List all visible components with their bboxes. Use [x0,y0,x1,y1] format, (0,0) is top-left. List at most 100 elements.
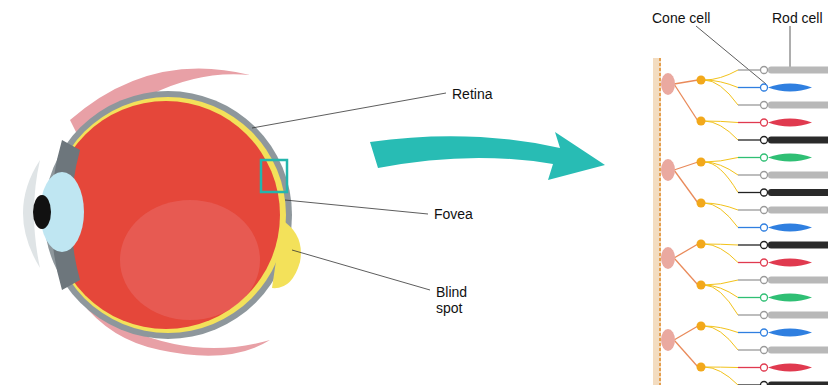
cell-stalk [738,122,760,123]
zoom-arrow [370,132,605,180]
dendrite [704,244,738,263]
cone-cell [768,329,812,337]
part-label: Rod cell [772,10,824,26]
cell-stalk [738,192,760,193]
dendrite [704,121,738,140]
cone-cell [768,154,812,162]
cell-stalk [738,314,760,315]
cell-stalk [738,227,760,228]
part-label: Blind spot [436,284,482,316]
cell-nucleus [761,294,768,301]
dendrite [704,326,738,350]
axon [674,326,698,340]
dendrite [704,162,738,175]
bipolar-cell [697,76,706,85]
rod-cell [768,382,828,385]
leader-line [292,250,430,290]
dendrite [704,203,738,228]
cell-nucleus [761,347,768,354]
rod-cell [768,347,828,354]
cell-nucleus [761,102,768,109]
leader-line [252,93,446,128]
axon [674,80,698,84]
cell-stalk [738,297,760,298]
cell-stalk [738,262,760,263]
ganglion-cell [661,159,675,181]
dendrite [704,285,738,298]
cone-cell [768,84,812,92]
dendrite [704,162,738,193]
dendrite [704,70,738,80]
ganglion-cell [661,73,675,95]
cell-stalk [738,139,760,140]
dendrite [704,285,738,315]
cone-cell [768,364,812,372]
bipolar-cell [697,199,706,208]
cell-stalk [738,349,760,350]
part-label: Retina [452,86,572,102]
cell-nucleus [761,364,768,371]
axon [674,84,698,121]
cell-nucleus [761,259,768,266]
cell-nucleus [761,382,768,385]
rod-cell [768,189,828,196]
cell-nucleus [761,154,768,161]
retina-layer [50,97,286,333]
cell-stalk [738,209,760,210]
axon [674,244,698,258]
dendrite [704,280,738,285]
bipolar-cell [697,158,706,167]
zoom-box [261,160,287,192]
membrane-line [659,58,661,385]
vitreous-body [52,101,280,329]
leader-line [285,200,428,214]
cone-cell [768,294,812,302]
retina-cells [661,67,828,385]
rod-cell [768,137,828,144]
axon [674,170,698,203]
cell-stalk [738,104,760,105]
cell-stalk [738,332,760,333]
cone-cell [768,259,812,267]
dendrite [704,80,738,105]
cell-nucleus [761,277,768,284]
vitreous-highlight [120,200,260,320]
dendrite [704,158,738,163]
cone-cell [768,224,812,232]
bipolar-cell [697,240,706,249]
cell-stalk [738,69,760,70]
cell-nucleus [761,329,768,336]
cell-nucleus [761,207,768,214]
cell-nucleus [761,224,768,231]
axon [674,340,698,367]
cell-stalk [738,157,760,158]
pigment-band [653,58,661,385]
cell-stalk [738,244,760,245]
rod-cell [768,312,828,319]
cell-nucleus [761,312,768,319]
cell-nucleus [761,84,768,91]
rod-cell [768,277,828,284]
cell-nucleus [761,189,768,196]
cell-nucleus [761,137,768,144]
rod-cell [768,102,828,109]
part-label: Cone cell [652,10,742,26]
dendrite [704,367,738,385]
rod-cell [768,207,828,214]
cell-stalk [738,279,760,280]
rod-cell [768,67,828,74]
part-label: Fovea [434,206,554,222]
rod-cell [768,172,828,179]
cell-stalk [738,174,760,175]
pupil [33,195,51,229]
bipolar-cell [697,363,706,372]
cell-stalk [738,87,760,88]
leader-line [790,26,791,68]
ganglion-cell [661,247,675,269]
leader-line [696,26,766,84]
cell-nucleus [761,172,768,179]
axon [674,162,698,170]
cell-stalk [738,384,760,385]
